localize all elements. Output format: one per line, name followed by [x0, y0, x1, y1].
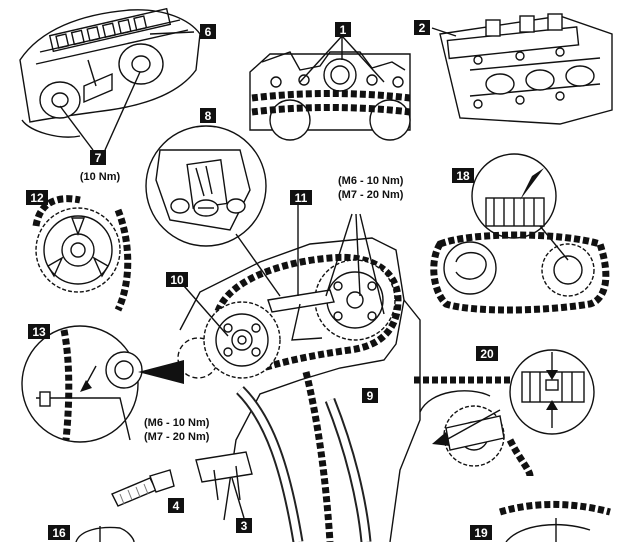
- callout-6: 6: [200, 24, 216, 39]
- torque-spec-camshaft-m6: (M6 - 10 Nm): [338, 175, 404, 187]
- callout-11: 11: [290, 190, 312, 205]
- svg-text:13: 13: [32, 325, 46, 339]
- callout-4: 4: [168, 498, 184, 513]
- panel-19-partial: [498, 500, 611, 542]
- svg-text:2: 2: [419, 21, 426, 35]
- callout-20: 20: [476, 346, 498, 361]
- torque-spec-sprocket-m7: (M7 - 20 Nm): [144, 431, 210, 443]
- panel-crank-sprocket: [32, 195, 132, 312]
- svg-text:9: 9: [367, 389, 374, 403]
- panel-guide-detail: [145, 125, 281, 297]
- panel-crank-detail: [21, 325, 219, 443]
- callout-13: 13: [28, 324, 50, 339]
- panel-camshaft-head: [249, 35, 411, 141]
- callout-9: 9: [362, 388, 378, 403]
- callout-3: 3: [236, 518, 252, 533]
- svg-text:12: 12: [30, 191, 44, 205]
- callout-8: 8: [200, 108, 216, 123]
- callout-19: 19: [470, 525, 492, 540]
- callout-12: 12: [26, 190, 48, 205]
- torque-spec-callout-7: (10 Nm): [80, 171, 121, 183]
- svg-text:16: 16: [52, 526, 66, 540]
- main-timing-assembly: [179, 202, 421, 542]
- callout-1: 1: [335, 22, 351, 37]
- svg-text:1: 1: [340, 23, 347, 37]
- svg-text:11: 11: [295, 191, 308, 205]
- svg-text:20: 20: [480, 347, 494, 361]
- panel-tensioner-bolt: [111, 469, 175, 507]
- svg-text:3: 3: [241, 519, 248, 533]
- svg-text:8: 8: [205, 109, 212, 123]
- svg-text:19: 19: [474, 526, 488, 540]
- callout-10: 10: [166, 272, 188, 287]
- panel-sprocket-hub: [430, 153, 610, 314]
- torque-spec-sprocket-m6: (M6 - 10 Nm): [144, 417, 210, 429]
- torque-spec-camshaft-m7: (M7 - 20 Nm): [338, 189, 404, 201]
- svg-text:6: 6: [205, 25, 212, 39]
- callout-7: 7: [90, 150, 106, 165]
- callout-2: 2: [414, 20, 430, 35]
- callout-18: 18: [452, 168, 474, 183]
- svg-text:10: 10: [170, 273, 184, 287]
- svg-text:18: 18: [456, 169, 470, 183]
- panel-sprocket-alignment: [414, 349, 595, 477]
- svg-text:4: 4: [173, 499, 180, 513]
- callout-16: 16: [48, 525, 70, 540]
- svg-text:7: 7: [95, 151, 102, 165]
- panel-camshaft-cap: [19, 7, 201, 151]
- panel-camshaft-lock: [431, 13, 613, 125]
- panel-16-partial: [75, 526, 135, 542]
